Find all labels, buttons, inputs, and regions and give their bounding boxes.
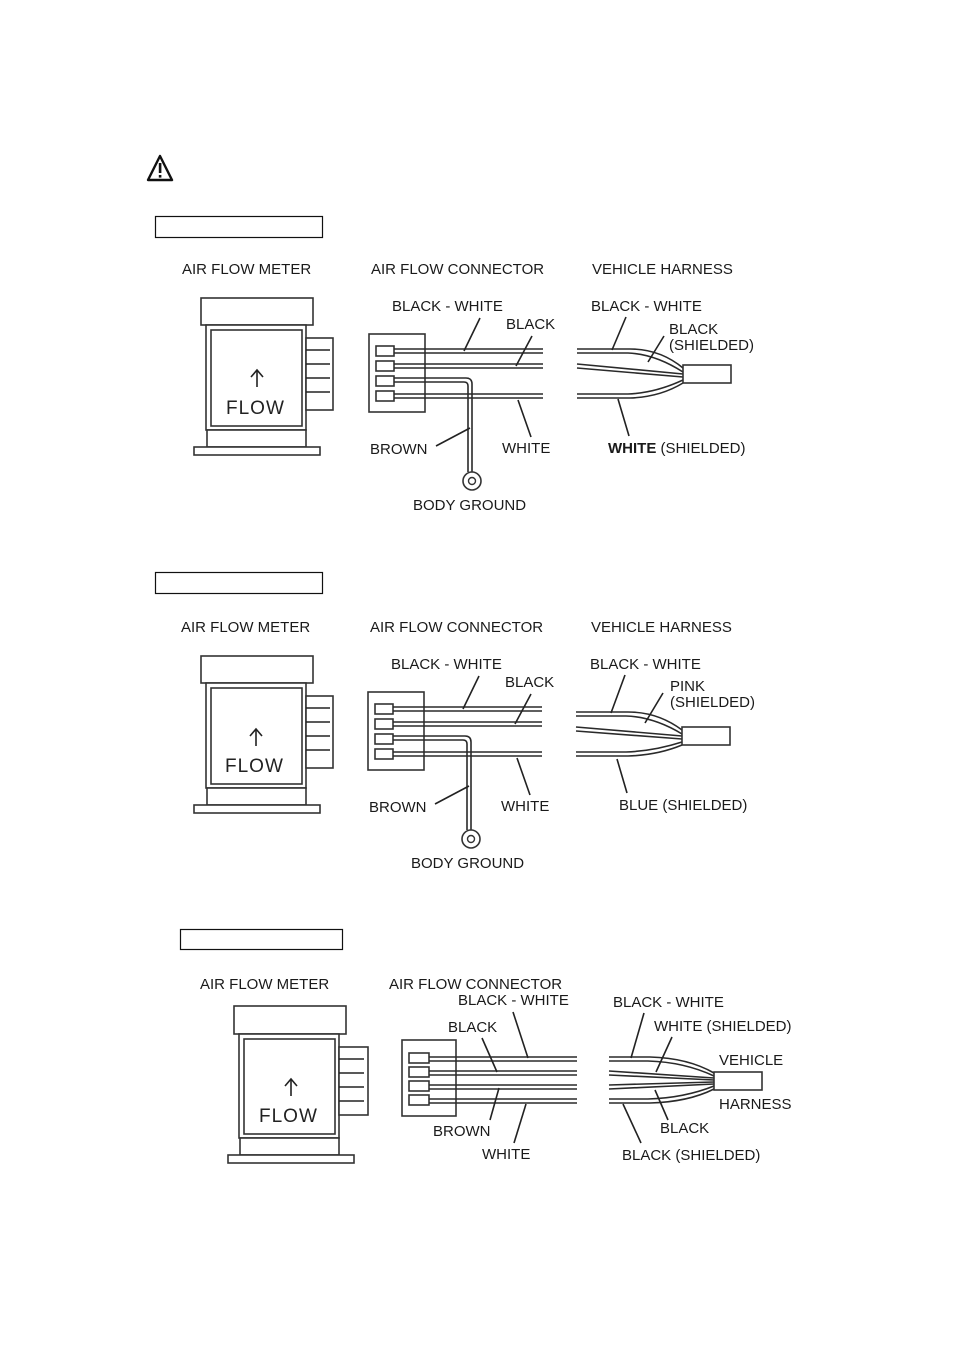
section-1-label-box — [154, 215, 324, 239]
body-ground-terminal-icon — [461, 829, 481, 849]
label-brown: BROWN — [369, 799, 427, 816]
label-brown: BROWN — [370, 441, 428, 458]
label-body-ground: BODY GROUND — [413, 497, 526, 514]
label-white: WHITE — [501, 798, 549, 815]
section-3-label-box — [179, 928, 344, 951]
label-vehicle: VEHICLE — [719, 1052, 783, 1069]
label-black-white: BLACK - WHITE — [590, 656, 701, 673]
air-flow-connector: BLACK - WHITE BLACK WHITE BROWN BODY GRO… — [368, 298, 555, 514]
flow-arrow-icon — [284, 1077, 298, 1096]
label-white: WHITE — [608, 440, 656, 457]
flow-label: FLOW — [259, 1106, 318, 1127]
label-white-shielded: WHITE (SHIELDED) — [654, 1018, 792, 1035]
header-air-flow-meter: AIR FLOW METER — [181, 619, 310, 636]
label-pink: PINK — [670, 678, 705, 695]
label-black-white: BLACK - WHITE — [591, 298, 702, 315]
label-harness: HARNESS — [719, 1096, 792, 1113]
body-ground-terminal-icon — [462, 471, 482, 491]
air-flow-connector: BLACK - WHITE BLACK WHITE BROWN BODY GRO… — [367, 656, 554, 872]
label-black-white: BLACK - WHITE — [458, 992, 569, 1009]
header-air-flow-meter: AIR FLOW METER — [182, 261, 311, 278]
section-1: AIR FLOW METER AIR FLOW CONNECTOR VEHICL… — [154, 215, 754, 514]
label-brown: BROWN — [433, 1123, 491, 1140]
flow-label: FLOW — [225, 756, 284, 777]
section-2-label-box — [154, 571, 324, 595]
label-shielded: (SHIELDED) — [669, 337, 754, 354]
vehicle-harness: BLACK - WHITE WHITE (SHIELDED) VEHICLE H… — [608, 994, 792, 1164]
section-3: AIR FLOW METER AIR FLOW CONNECTOR FLOW — [179, 928, 792, 1164]
air-flow-meter: FLOW — [193, 297, 334, 456]
flow-arrow-icon — [249, 727, 263, 746]
header-air-flow-connector: AIR FLOW CONNECTOR — [370, 619, 543, 636]
label-white: WHITE — [482, 1146, 530, 1163]
vehicle-harness: BLACK - WHITE BLACK (SHIELDED) WHITE (SH… — [576, 298, 754, 457]
header-air-flow-meter: AIR FLOW METER — [200, 976, 329, 993]
label-shielded: (SHIELDED) — [670, 694, 755, 711]
label-white: WHITE — [502, 440, 550, 457]
label-black-white: BLACK - WHITE — [391, 656, 502, 673]
label-shielded: (SHIELDED) — [661, 440, 746, 457]
warning-triangle-icon — [146, 154, 174, 182]
label-black: BLACK — [669, 321, 718, 338]
header-vehicle-harness: VEHICLE HARNESS — [591, 619, 732, 636]
header-vehicle-harness: VEHICLE HARNESS — [592, 261, 733, 278]
header-air-flow-connector: AIR FLOW CONNECTOR — [389, 976, 562, 993]
air-flow-meter: FLOW — [193, 655, 334, 814]
flow-label: FLOW — [226, 398, 285, 419]
vehicle-harness: BLACK - WHITE PINK (SHIELDED) BLUE (SHIE… — [575, 656, 755, 814]
label-black-shielded: BLACK (SHIELDED) — [622, 1147, 760, 1164]
label-black-white: BLACK - WHITE — [392, 298, 503, 315]
air-flow-meter: FLOW — [227, 1005, 369, 1164]
label-white-shielded: WHITE (SHIELDED) — [608, 440, 746, 457]
label-body-ground: BODY GROUND — [411, 855, 524, 872]
flow-arrow-icon — [250, 368, 264, 387]
label-black: BLACK — [506, 316, 555, 333]
label-blue-shielded: BLUE (SHIELDED) — [619, 797, 747, 814]
label-black: BLACK — [505, 674, 554, 691]
label-black: BLACK — [660, 1120, 709, 1137]
header-air-flow-connector: AIR FLOW CONNECTOR — [371, 261, 544, 278]
label-black-white: BLACK - WHITE — [613, 994, 724, 1011]
label-black: BLACK — [448, 1019, 497, 1036]
air-flow-connector: BLACK - WHITE BLACK BROWN WHITE — [401, 992, 577, 1163]
section-2: AIR FLOW METER AIR FLOW CONNECTOR VEHICL… — [154, 571, 755, 872]
